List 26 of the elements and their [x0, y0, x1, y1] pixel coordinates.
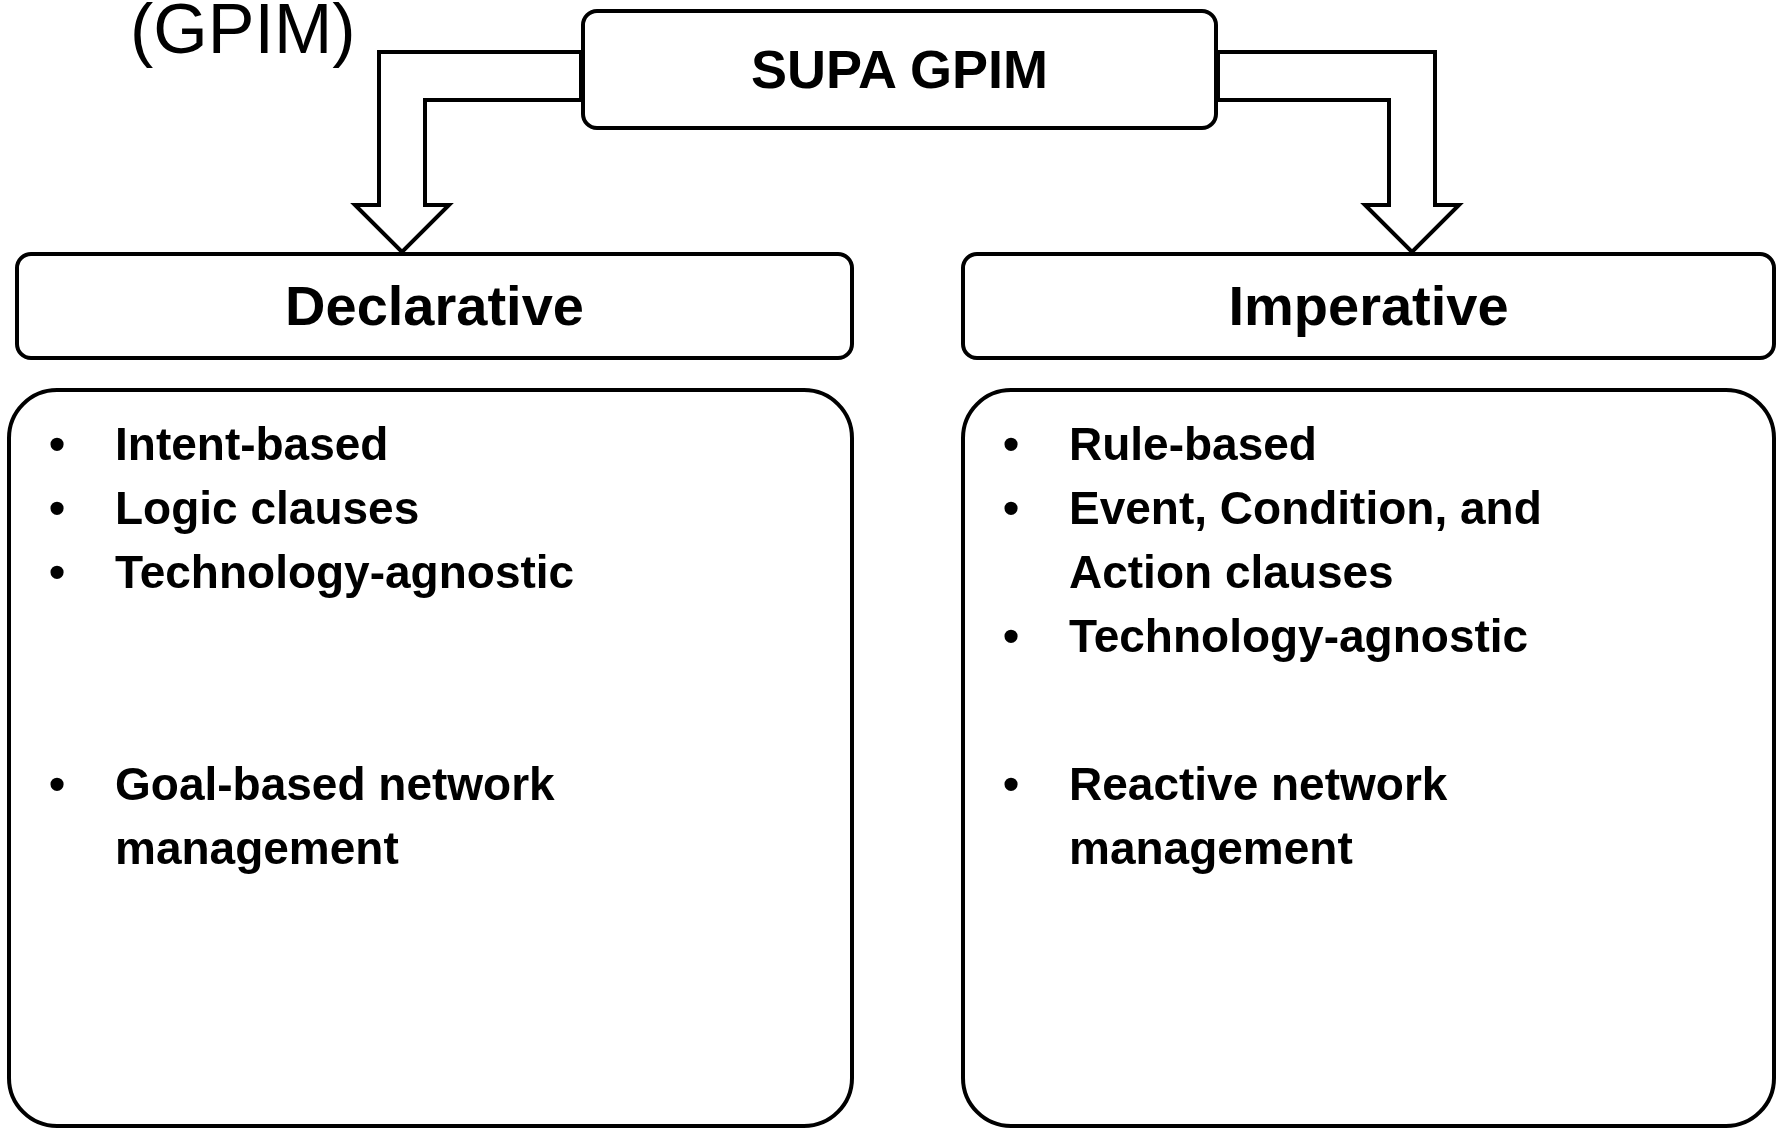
block-arrow: [1216, 50, 1464, 255]
bullet-item: Technology-agnostic: [1069, 610, 1529, 662]
box-heading: Declarative: [284, 275, 585, 337]
bullet-item: Logic clauses: [115, 482, 420, 534]
bullet-item: Rule-based: [1069, 418, 1317, 470]
bullet-item: Reactive network management: [1069, 758, 1448, 874]
category-box: [15, 252, 854, 360]
bullet-marker: •: [49, 481, 66, 536]
bullet-marker: •: [1003, 609, 1020, 664]
bullet-marker: •: [49, 757, 66, 812]
box-heading: Imperative: [1227, 275, 1510, 337]
bullet-marker: •: [1003, 481, 1020, 536]
bullet-marker: •: [1003, 757, 1020, 812]
list-panel: [961, 388, 1776, 1128]
category-box: [961, 252, 1776, 360]
bullet-item: Event, Condition, and Action clauses: [1069, 482, 1542, 598]
box-heading: SUPA GPIM: [750, 39, 1049, 100]
title-box: [581, 9, 1218, 130]
bullet-item: Intent-based: [115, 418, 389, 470]
bullet-item: Goal-based network management: [115, 758, 555, 874]
bullet-marker: •: [1003, 417, 1020, 472]
bullet-marker: •: [49, 545, 66, 600]
block-arrow: [350, 50, 583, 255]
bullet-marker: •: [49, 417, 66, 472]
list-panel: [7, 388, 854, 1128]
bullet-item: Technology-agnostic: [115, 546, 575, 598]
